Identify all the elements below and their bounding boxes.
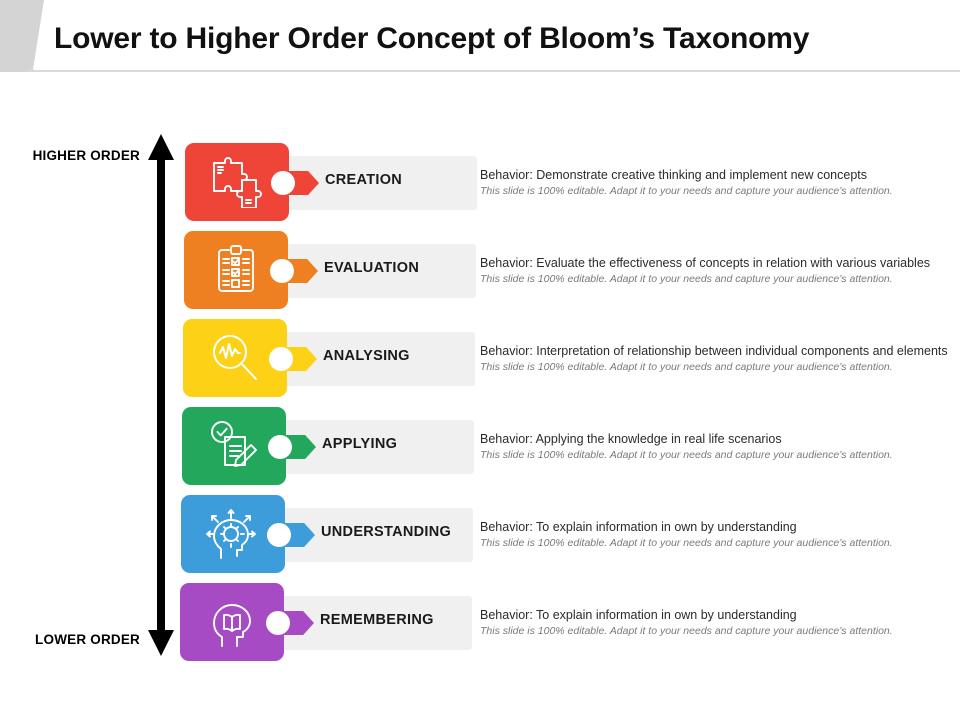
behavior-text: Behavior: Demonstrate creative thinking … <box>480 168 868 182</box>
editable-note: This slide is 100% editable. Adapt it to… <box>480 537 893 549</box>
editable-note: This slide is 100% editable. Adapt it to… <box>480 449 893 461</box>
behavior-text: Behavior: To explain information in own … <box>480 520 797 534</box>
row-connector <box>271 170 323 196</box>
arrow-shaft <box>157 156 165 634</box>
row-connector <box>269 346 321 372</box>
behavior-text: Behavior: Evaluate the effectiveness of … <box>480 256 931 270</box>
row-label-creation: CREATION <box>325 172 403 188</box>
behavior-text: Behavior: To explain information in own … <box>480 608 797 622</box>
editable-note: This slide is 100% editable. Adapt it to… <box>480 185 893 197</box>
axis-label-higher-order: HIGHER ORDER <box>32 148 140 163</box>
header-divider <box>26 70 960 72</box>
head-book-icon <box>213 604 251 647</box>
arrow-down-head-icon <box>148 630 174 656</box>
behavior-text: Behavior: Applying the knowledge in real… <box>480 432 782 446</box>
editable-note: This slide is 100% editable. Adapt it to… <box>480 361 893 373</box>
connector-dot <box>270 259 294 283</box>
magnifier-waveform-icon <box>213 335 257 380</box>
slide-header: Lower to Higher Order Concept of Bloom’s… <box>0 0 960 72</box>
head-gear-arrows-icon <box>206 509 256 559</box>
row-connector <box>268 434 320 460</box>
row-description-evaluation: Behavior: Evaluate the effectiveness of … <box>480 256 950 286</box>
row-label-applying: APPLYING <box>322 436 398 452</box>
axis-label-lower-order: LOWER ORDER <box>35 632 140 647</box>
connector-dot <box>269 347 293 371</box>
row-description-understanding: Behavior: To explain information in own … <box>480 520 950 550</box>
connector-dot <box>268 435 292 459</box>
page-title: Lower to Higher Order Concept of Bloom’s… <box>54 22 810 55</box>
row-description-creation: Behavior: Demonstrate creative thinking … <box>480 168 950 198</box>
row-label-evaluation: EVALUATION <box>324 260 420 276</box>
behavior-text: Behavior: Interpretation of relationship… <box>480 344 948 358</box>
row-description-applying: Behavior: Applying the knowledge in real… <box>480 432 950 462</box>
row-label-understanding: UNDERSTANDING <box>321 524 452 540</box>
row-label-remembering: REMEMBERING <box>320 612 434 628</box>
arrow-up-head-icon <box>148 134 174 160</box>
row-description-analysing: Behavior: Interpretation of relationship… <box>480 344 950 374</box>
connector-dot <box>266 611 290 635</box>
row-connector <box>266 610 318 636</box>
vertical-double-arrow <box>148 134 174 656</box>
row-connector <box>267 522 319 548</box>
connector-dot <box>271 171 295 195</box>
clipboard-checklist-icon <box>218 245 254 292</box>
editable-note: This slide is 100% editable. Adapt it to… <box>480 273 893 285</box>
row-label-analysing: ANALYSING <box>323 348 410 364</box>
header-accent-shape <box>0 0 44 72</box>
row-connector <box>270 258 322 284</box>
puzzle-pieces-icon <box>213 157 262 208</box>
connector-dot <box>267 523 291 547</box>
editable-note: This slide is 100% editable. Adapt it to… <box>480 625 893 637</box>
row-description-remembering: Behavior: To explain information in own … <box>480 608 950 638</box>
document-pencil-check-icon <box>211 421 257 467</box>
